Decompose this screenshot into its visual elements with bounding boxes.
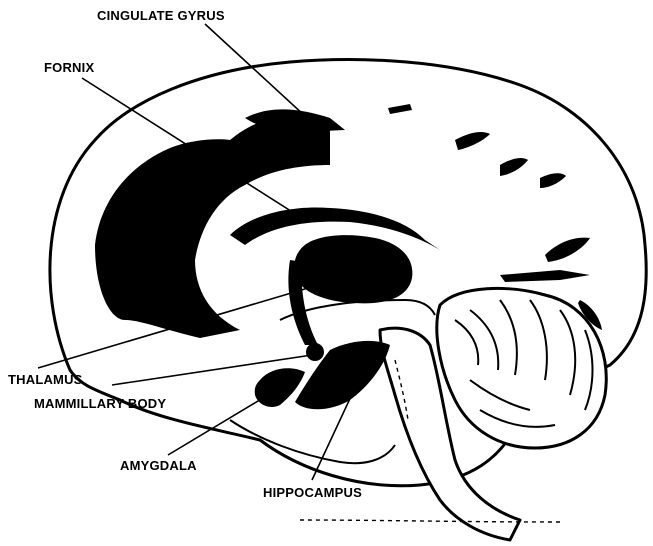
- thalamus: [294, 235, 412, 303]
- label-thalamus: THALAMUS: [8, 372, 83, 387]
- label-hippocampus: HIPPOCAMPUS: [263, 485, 362, 500]
- mammillary-body: [306, 343, 324, 361]
- label-cingulate-gyrus: CINGULATE GYRUS: [97, 8, 225, 23]
- label-amygdala: AMYGDALA: [120, 458, 197, 473]
- label-fornix: FORNIX: [44, 60, 94, 75]
- label-mammillary-body: MAMMILLARY BODY: [34, 396, 166, 411]
